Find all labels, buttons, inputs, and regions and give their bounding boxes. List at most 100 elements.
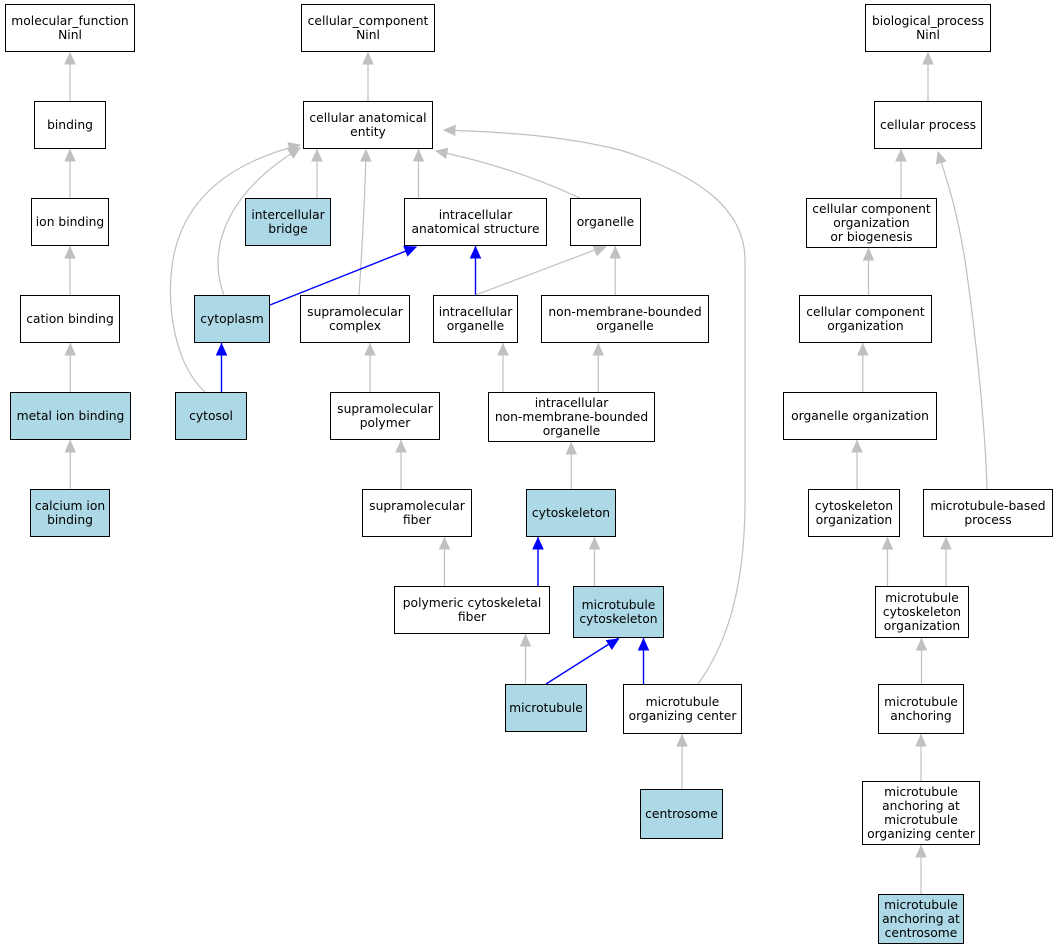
edge-microtubule-cytoskeleton-to-cytoskeleton-arrowhead xyxy=(588,536,601,550)
node-label-line: cytoplasm xyxy=(200,312,264,326)
edge-supramolecular-fiber-to-supramolecular-polymer-arrowhead xyxy=(395,439,407,453)
node-label-line: cellular component xyxy=(806,305,925,319)
node-label-line: microtubule xyxy=(884,695,958,709)
edge-cytosol-to-cytoplasm-arrowhead xyxy=(215,342,228,356)
edge-cellular-process-to-biological-process-arrowhead xyxy=(922,51,934,65)
node-label-line: microtubule xyxy=(509,701,583,715)
edge-supramolecular-complex-to-cellular-anatomical-entity-arrowhead xyxy=(359,148,372,162)
node-label-line: cellular process xyxy=(879,118,977,132)
node-cytosol: cytosol xyxy=(175,392,247,440)
node-label-line: microtubule xyxy=(581,598,656,612)
edge-supramolecular-complex-to-cellular-anatomical-entity xyxy=(358,149,367,296)
node-organelle: organelle xyxy=(570,198,641,246)
edge-ccob-to-cellular-process-arrowhead xyxy=(895,148,907,162)
node-label-line: microtubule xyxy=(645,695,720,709)
node-label-line: Ninl xyxy=(58,28,82,42)
node-label-line: organizing center xyxy=(628,709,737,723)
edge-mt-anchoring-at-centrosome-to-mt-anchoring-at-mtoc-arrowhead xyxy=(915,844,927,858)
node-label-line: binding xyxy=(47,513,93,527)
node-label-line: polymeric cytoskeletal xyxy=(402,596,542,610)
edge-cytoskeleton-organization-to-organelle-organization-arrowhead xyxy=(851,439,863,453)
node-label-line: microtubule xyxy=(885,591,959,605)
edge-cytosol-to-cellular-anatomical-entity xyxy=(169,144,301,393)
node-label-line: non-membrane-bounded xyxy=(494,410,649,424)
node-ion-binding: ion binding xyxy=(31,198,109,246)
edge-organelle-organization-to-cco-arrowhead xyxy=(856,342,869,356)
node-label-line: cytoskeleton xyxy=(531,506,611,520)
edge-organelle-to-cellular-anatomical-entity xyxy=(435,150,581,199)
edge-polymeric-cytoskeletal-fiber-to-cytoskeleton-arrowhead xyxy=(532,536,544,550)
node-label-line: Ninl xyxy=(356,28,380,42)
edge-microtubule-to-polymeric-cytoskeletal-fiber-arrowhead xyxy=(519,633,532,647)
node-cation-binding: cation binding xyxy=(20,295,120,343)
edge-intracellular-non-membrane-bounded-organelle-to-non-membrane-bounded-organelle-arrowhead xyxy=(592,342,605,356)
node-label-line: cytoskeleton xyxy=(579,612,658,626)
node-label-line: microtubule xyxy=(884,785,958,799)
node-centrosome: centrosome xyxy=(640,789,723,839)
edge-cco-to-ccob-arrowhead xyxy=(862,247,875,261)
edge-cytosol-to-cellular-anatomical-entity-arrowhead xyxy=(287,142,302,154)
edge-intracellular-anatomical-structure-to-cellular-anatomical-entity-arrowhead xyxy=(412,148,425,162)
node-label-line: supramolecular xyxy=(307,305,403,319)
edge-intracellular-organelle-to-organelle-arrowhead xyxy=(592,245,607,257)
edge-microtubule-cytoskeleton-organization-to-microtubule-based-process-arrowhead xyxy=(940,536,952,550)
node-label-line: microtubule xyxy=(884,898,958,912)
edge-intracellular-non-membrane-bounded-organelle-to-intracellular-organelle-arrowhead xyxy=(497,342,509,356)
node-label-line: microtubule-based xyxy=(930,499,1046,513)
node-label-line: cellular_component xyxy=(307,14,429,28)
edge-cytoplasm-to-cellular-anatomical-entity xyxy=(217,147,301,296)
edge-cytoskeleton-to-intracellular-non-membrane-bounded-organelle-arrowhead xyxy=(565,441,578,455)
node-cytoplasm: cytoplasm xyxy=(194,295,270,343)
edge-intercellular-bridge-to-cellular-anatomical-entity-arrowhead xyxy=(311,148,323,162)
node-cytoskeleton: cytoskeleton xyxy=(526,489,616,537)
edge-microtubule-organizing-center-to-cellular-anatomical-entity xyxy=(443,129,746,685)
edge-ion-binding-to-binding-arrowhead xyxy=(64,148,76,162)
node-label-line: organization xyxy=(827,319,904,333)
node-label-line: microtubule xyxy=(884,813,958,827)
node-label-line: binding xyxy=(47,118,93,132)
node-label-line: calcium ion xyxy=(34,499,106,513)
edge-microtubule-to-microtubule-cytoskeleton xyxy=(545,637,619,685)
node-label-line: cytoskeleton xyxy=(814,499,894,513)
node-label-line: intercellular xyxy=(251,208,325,222)
edge-mt-anchoring-at-mtoc-to-microtubule-anchoring-arrowhead xyxy=(915,733,927,747)
node-label-line: organizing center xyxy=(867,827,975,841)
edge-calcium-ion-binding-to-metal-ion-binding-arrowhead xyxy=(64,439,77,453)
node-label-line: or biogenesis xyxy=(830,230,913,244)
node-label-line: supramolecular xyxy=(337,402,433,416)
node-label-line: cytoskeleton xyxy=(882,605,962,619)
edge-microtubule-based-process-to-cellular-process xyxy=(937,151,988,490)
edge-non-membrane-bounded-organelle-to-organelle-arrowhead xyxy=(609,245,622,259)
edge-microtubule-cytoskeleton-organization-to-cytoskeleton-organization-arrowhead xyxy=(881,536,894,550)
node-label-line: cation binding xyxy=(26,312,114,326)
node-label-line: bridge xyxy=(268,222,308,236)
node-label-line: cellular anatomical xyxy=(309,111,427,125)
node-label-line: anatomical structure xyxy=(411,222,540,236)
node-label-line: intracellular xyxy=(438,305,513,319)
node-label-line: anchoring xyxy=(890,709,952,723)
edge-microtubule-organizing-center-to-cellular-anatomical-entity-arrowhead xyxy=(442,124,456,137)
edge-microtubule-to-microtubule-cytoskeleton-arrowhead xyxy=(605,638,620,650)
node-label-line: molecular_function xyxy=(11,14,129,28)
node-label-line: entity xyxy=(350,125,386,139)
node-label-line: process xyxy=(964,513,1012,527)
edge-intracellular-organelle-to-organelle xyxy=(475,245,606,296)
node-binding: binding xyxy=(34,101,106,149)
edge-polymeric-cytoskeletal-fiber-to-supramolecular-fiber-arrowhead xyxy=(438,536,451,550)
